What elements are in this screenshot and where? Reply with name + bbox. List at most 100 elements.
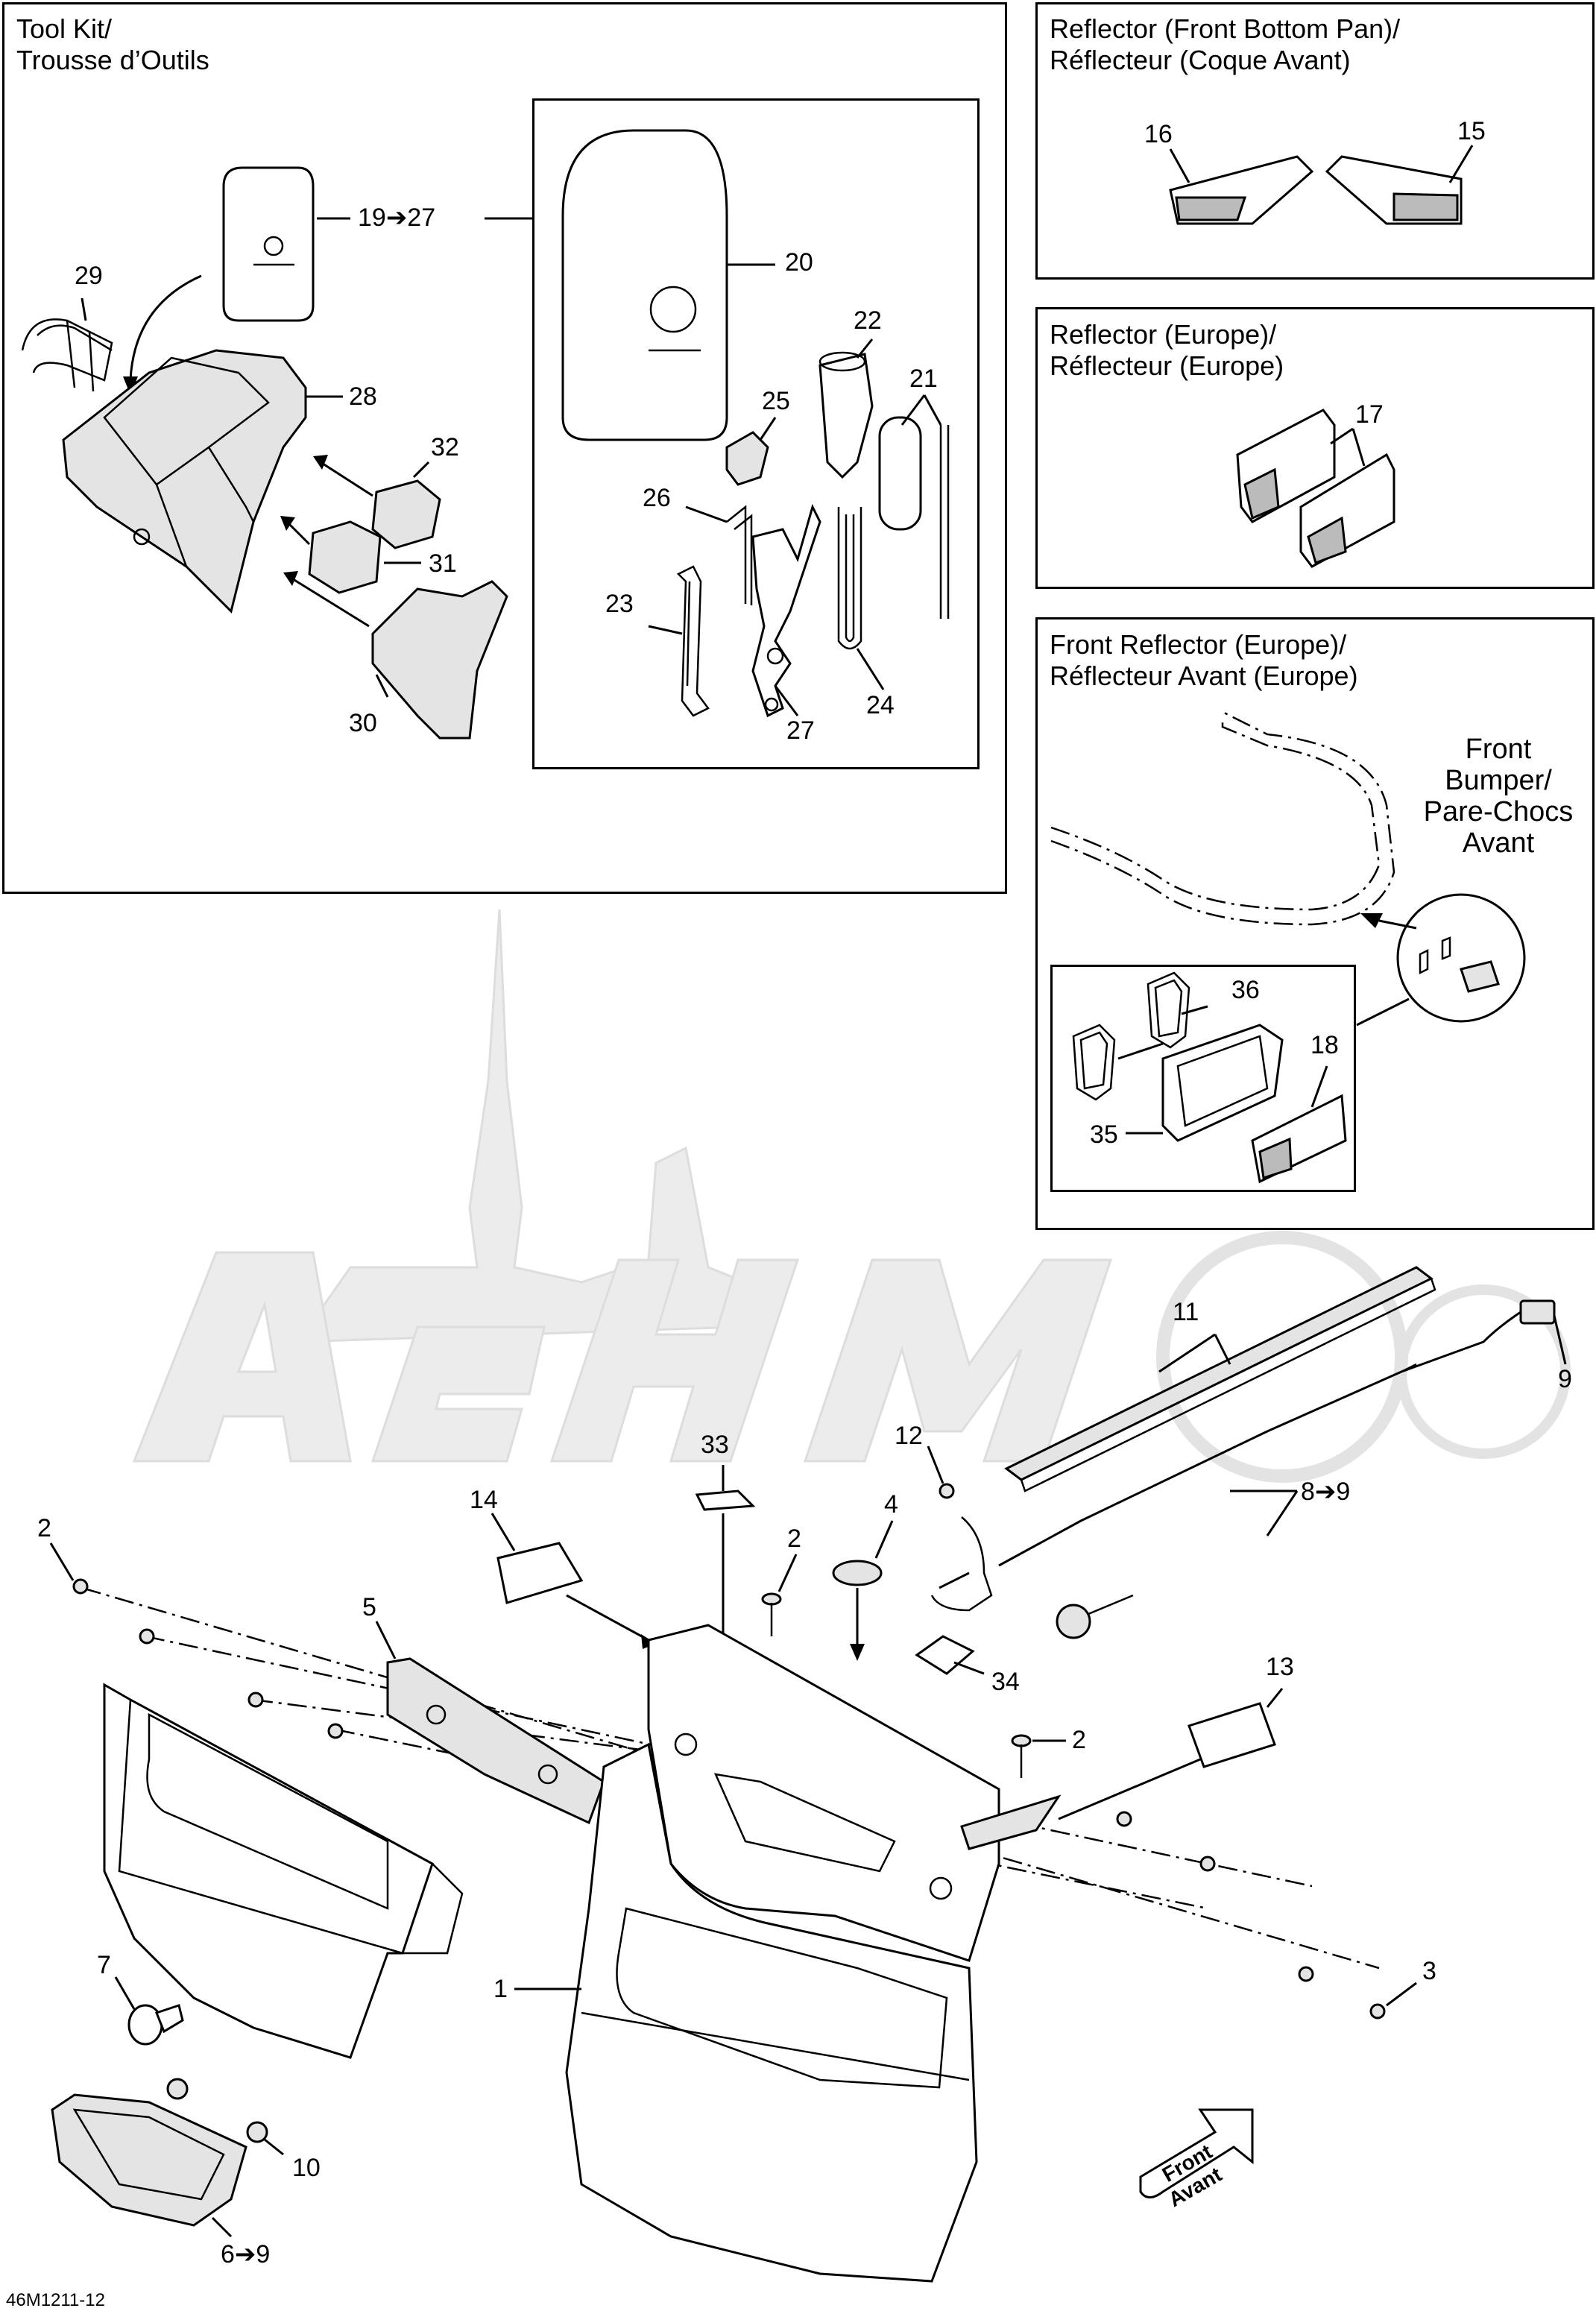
bulb-7 — [127, 2004, 184, 2046]
reflector-front-bottom-panel — [1035, 2, 1595, 280]
tool-kit-title-fr: Trousse d’Outils — [16, 45, 209, 75]
bracket-5 — [386, 1657, 605, 1825]
bracket-36 — [1072, 971, 1190, 1101]
allen-key-26 — [726, 505, 753, 605]
reflector-housing-inset-panel — [1050, 965, 1356, 1192]
leader-21a — [900, 394, 926, 426]
label-23: 23 — [605, 590, 634, 618]
pad-31 — [308, 520, 382, 594]
clip-12 — [930, 1483, 993, 1612]
label-25: 25 — [762, 387, 790, 415]
label-31: 31 — [429, 549, 457, 578]
leader-4 — [874, 1520, 894, 1559]
leader-5 — [375, 1621, 397, 1659]
label-34: 34 — [991, 1668, 1020, 1696]
label-18: 18 — [1310, 1031, 1339, 1059]
washers-3 — [1116, 1811, 1386, 2020]
leader-6 — [211, 2216, 233, 2238]
front-fascia-left — [103, 1683, 464, 2059]
reflector-18 — [1251, 1094, 1347, 1184]
leader-10 — [264, 2138, 284, 2156]
label-22: 22 — [854, 306, 882, 335]
bumper-label-line3: Pare-Chocs — [1423, 796, 1574, 827]
label-2b: 2 — [787, 1525, 801, 1553]
label-24: 24 — [866, 691, 895, 719]
reflector-17 — [1236, 409, 1395, 568]
leader-7 — [114, 1976, 136, 2010]
tool-kit-panel — [2, 2, 1007, 894]
leader-26 — [685, 505, 728, 523]
leader-12 — [927, 1446, 944, 1484]
tool-pouch-19 — [222, 166, 315, 322]
label-27: 27 — [786, 716, 815, 745]
label-32: 32 — [431, 433, 459, 461]
tool-kit-inset-panel — [532, 98, 980, 769]
leader-27 — [774, 685, 799, 716]
label-19-27: 19➔27 — [358, 204, 436, 232]
label-2c: 2 — [1072, 1726, 1086, 1754]
label-20: 20 — [785, 248, 813, 277]
leader-13 — [1266, 1688, 1284, 1708]
leader-24 — [856, 648, 885, 690]
label-3: 3 — [1422, 1957, 1436, 1985]
reflector-europe-panel — [1035, 307, 1595, 589]
label-17: 17 — [1355, 400, 1384, 429]
leader-36a — [1181, 1005, 1208, 1015]
label-10: 10 — [292, 2154, 321, 2182]
leader-32 — [412, 461, 430, 479]
label-5: 5 — [362, 1593, 376, 1621]
leader-16 — [1169, 148, 1190, 183]
front-bumper — [1050, 710, 1395, 926]
bulb-socket-8 — [1056, 1594, 1134, 1639]
foam-30 — [371, 580, 508, 740]
label-7: 7 — [97, 1951, 111, 1979]
wiring-harness-9 — [939, 1299, 1556, 1589]
arrow-32 — [320, 461, 373, 497]
watermark-logo — [132, 909, 1571, 1483]
leader-9 — [1553, 1315, 1567, 1365]
bumper-label-line2: Bumper/ — [1445, 765, 1552, 796]
housing-35 — [1161, 1024, 1284, 1142]
reflector-15 — [1325, 155, 1463, 225]
screws-2 — [72, 1578, 1032, 1778]
label-35: 35 — [1090, 1120, 1118, 1149]
multi-tool-27 — [751, 503, 821, 718]
wrench-23 — [676, 565, 710, 717]
leader-23 — [648, 625, 683, 635]
leader-11a — [1158, 1333, 1216, 1373]
label-33: 33 — [701, 1431, 729, 1459]
arrow-14 — [566, 1594, 649, 1642]
leader-18 — [1310, 1065, 1328, 1108]
leader-25 — [759, 417, 777, 441]
label-21: 21 — [909, 365, 938, 393]
reflector-front-bottom-title-en: Reflector (Front Bottom Pan)/ — [1050, 13, 1401, 44]
front-reflector-europe-title-fr: Réflecteur Avant (Europe) — [1050, 661, 1358, 691]
label-2a: 2 — [37, 1514, 51, 1542]
front-reflector-europe-title-en: Front Reflector (Europe)/ — [1050, 629, 1347, 660]
leader-13-drop — [1058, 1758, 1201, 1820]
reflector-detail-callout — [1356, 893, 1526, 1027]
leader-34 — [953, 1661, 985, 1675]
label-36: 36 — [1231, 976, 1260, 1004]
leader-29 — [81, 297, 87, 321]
leader-8b — [1266, 1490, 1299, 1536]
label-16: 16 — [1144, 120, 1173, 148]
label-14: 14 — [470, 1486, 498, 1514]
label-11: 11 — [1173, 1298, 1199, 1326]
headlight-6 — [51, 2093, 247, 2227]
tool-kit-title-en: Tool Kit/ — [16, 13, 113, 44]
strap-29 — [21, 318, 113, 392]
leader-2a — [49, 1542, 75, 1581]
decal-33 — [695, 1489, 756, 1511]
leader-15 — [1448, 145, 1474, 183]
leader-30 — [375, 674, 389, 698]
screwdriver-21 — [878, 416, 950, 619]
leader-17a — [1330, 427, 1354, 445]
tool-box-28 — [62, 349, 307, 614]
front-reflector-europe-panel — [1035, 617, 1595, 1230]
figure-code: 46M1211-12 — [6, 2290, 105, 2310]
front-direction-arrow — [1139, 2108, 1254, 2198]
front-fascia-main-1 — [565, 1624, 1062, 2283]
reflector-front-bottom-title-fr: Réflecteur (Coque Avant) — [1050, 45, 1351, 75]
